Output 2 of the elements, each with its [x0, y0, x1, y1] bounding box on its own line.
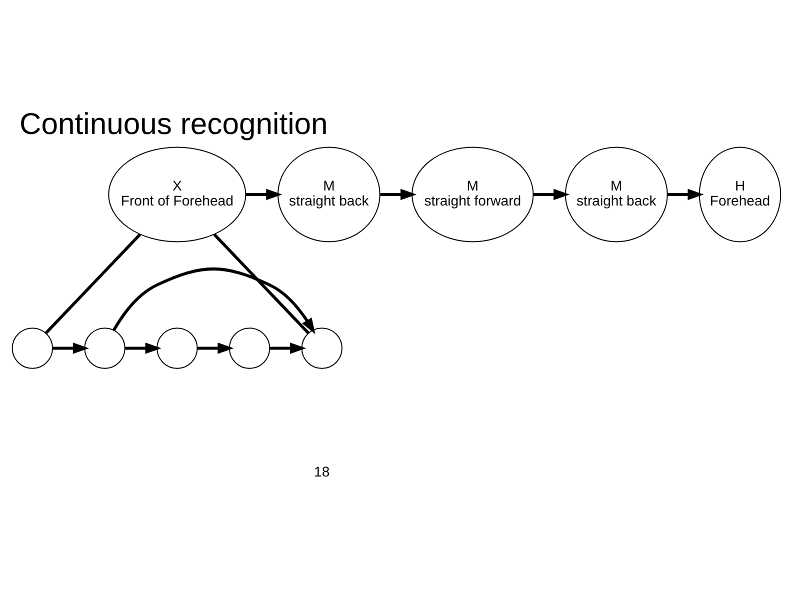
diagram-title: Continuous recognition — [19, 108, 328, 142]
label: 18 — [314, 464, 330, 480]
